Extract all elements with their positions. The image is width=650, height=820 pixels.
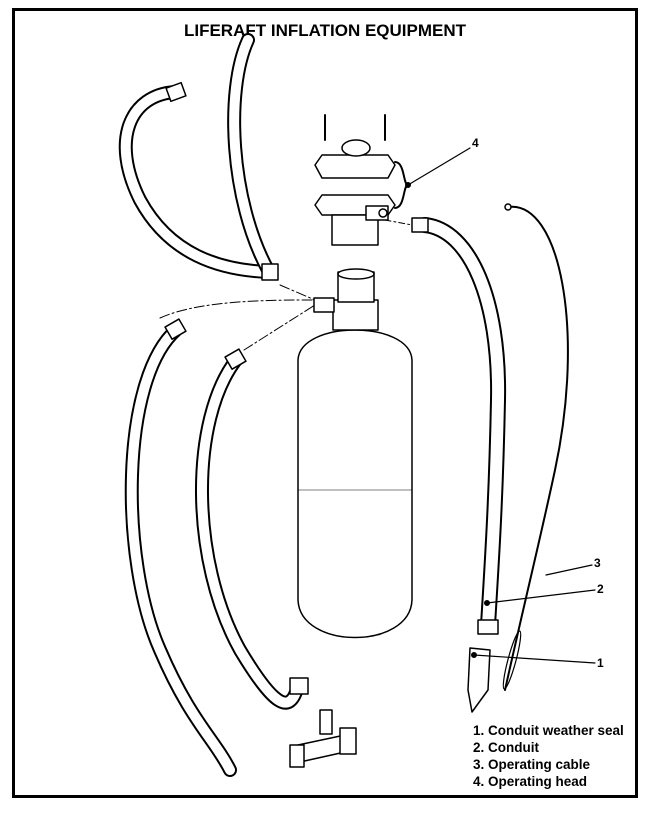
callout-4: 4 [472,136,479,150]
legend-item: 2. Conduit [473,740,539,755]
callout-1: 1 [597,656,604,670]
hose-right-conduit [417,217,507,633]
hose-upper-left [118,33,275,279]
operating-head [314,114,409,246]
tee-fitting [289,709,357,768]
parts-legend: 1. Conduit weather seal 2. Conduit 3. Op… [473,722,624,790]
legend-item: 4. Operating head [473,774,588,789]
diagram-title: LIFERAFT INFLATION EQUIPMENT [183,21,467,40]
legend-item: 1. Conduit weather seal [473,723,624,738]
callout-3: 3 [594,556,601,570]
callout-2: 2 [597,582,604,596]
conduit-weather-seal [467,647,491,713]
gas-cylinder [297,268,413,639]
hose-left [124,323,237,777]
operating-cable [504,205,569,691]
diagram-frame: LIFERAFT INFLATION EQUIPMENT [12,8,638,798]
legend-item: 3. Operating cable [473,757,591,772]
hose-middle [195,353,305,710]
